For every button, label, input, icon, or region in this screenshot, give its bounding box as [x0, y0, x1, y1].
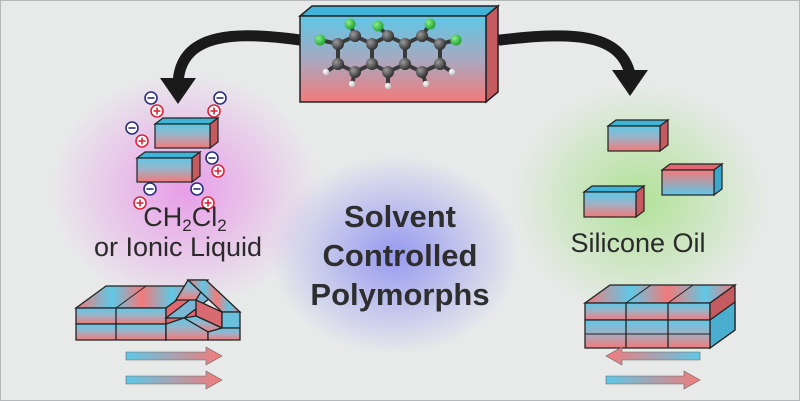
central-crystal-block — [297, 4, 501, 104]
left-polymorph-stack — [74, 279, 242, 342]
glow-left — [50, 72, 320, 308]
left-curved-arrow — [160, 30, 306, 104]
negative-ions — [125, 91, 227, 196]
title-line-2: Controlled — [322, 238, 478, 273]
ionic-liquid-label: or Ionic Liquid — [93, 232, 263, 262]
center-title: Solvent Controlled Polymorphs — [300, 197, 500, 314]
silicone-oil-label: Silicone Oil — [570, 228, 706, 258]
positive-ions — [133, 104, 225, 210]
left-arrow-2 — [125, 370, 223, 390]
glow-center — [270, 155, 520, 355]
anthracene-molecule — [314, 18, 462, 90]
left-crystal-bottom — [135, 150, 202, 184]
right-arrow-right-pointing — [605, 370, 701, 390]
right-curved-arrow — [494, 30, 648, 96]
title-line-1: Solvent — [344, 199, 456, 234]
title-line-3: Polymorphs — [310, 277, 490, 312]
right-polymorph-stack — [582, 283, 738, 350]
left-crystal-top — [153, 116, 220, 150]
solvent-formula-label: CH2Cl2 — [143, 202, 227, 235]
left-arrow-1 — [125, 346, 223, 366]
right-crystal-1 — [606, 118, 670, 153]
right-crystal-3 — [582, 184, 646, 219]
right-arrow-left-pointing — [605, 346, 701, 366]
right-crystal-2 — [660, 162, 724, 197]
